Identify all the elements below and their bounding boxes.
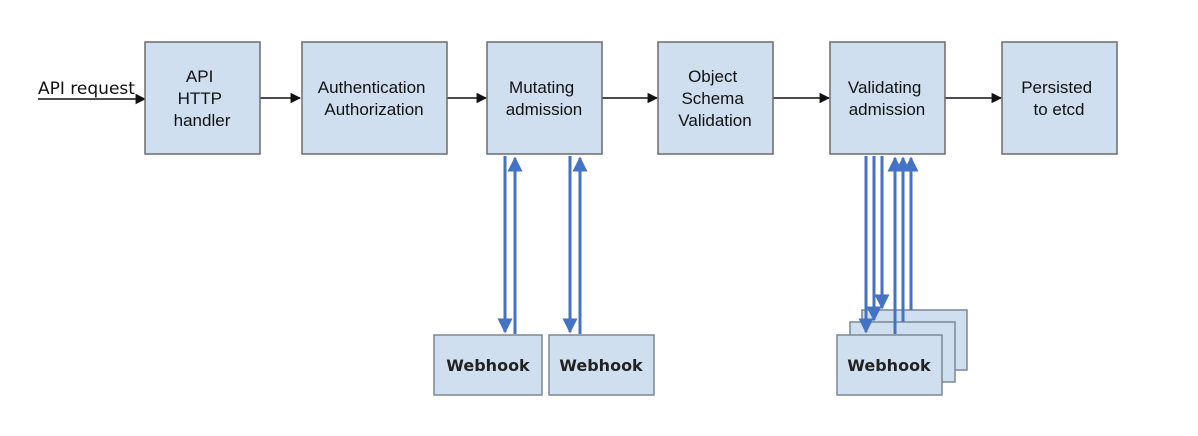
stage-box: [657, 41, 774, 155]
stage-label: Persisted to etcd: [1021, 78, 1097, 119]
webhook-label: Webhook: [847, 356, 931, 375]
webhook-label: Webhook: [559, 356, 643, 375]
webhook-box: [433, 334, 543, 396]
stage-validating-admission: Validating admission: [829, 41, 946, 155]
stage-api-http-handler: API HTTP handler: [144, 41, 261, 155]
stage-mutating-admission: Mutating admission: [486, 41, 603, 155]
stage-label: API HTTP handler: [174, 67, 231, 130]
stage-label: Object Schema Validation: [678, 67, 751, 130]
stage-box: [1001, 41, 1118, 155]
stage-label: Validating admission: [848, 78, 926, 119]
stage-label: Mutating admission: [506, 78, 583, 119]
stage-object-schema-validation: Object Schema Validation: [657, 41, 774, 155]
stage-box: [829, 41, 946, 155]
stage-authentication-authorization: Authentication Authorization: [301, 41, 448, 155]
stage-box: [486, 41, 603, 155]
mutating-webhook-1: Webhook: [433, 156, 543, 396]
webhook-box: [548, 334, 655, 396]
stage-box: [301, 41, 448, 155]
stage-label: Authentication Authorization: [318, 78, 430, 119]
validating-webhooks-stack: Webhook: [836, 156, 968, 396]
webhook-box: [836, 334, 943, 396]
api-request-label: API request: [38, 79, 135, 99]
stage-persisted-to-etcd: Persisted to etcd: [1001, 41, 1118, 155]
stage-box: [144, 41, 261, 155]
webhook-label: Webhook: [446, 356, 530, 375]
mutating-webhook-2: Webhook: [548, 156, 655, 396]
